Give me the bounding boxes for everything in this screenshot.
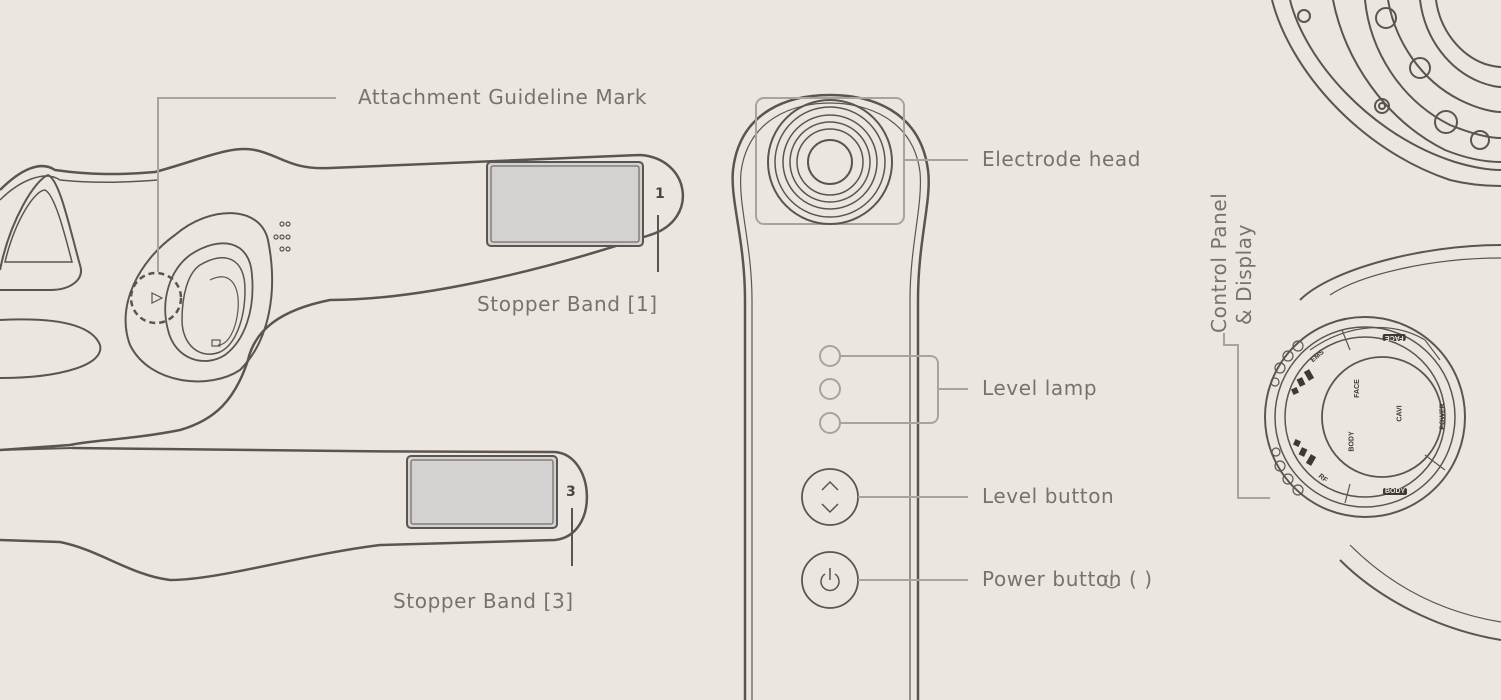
control-panel-label-line1: Control Panel: [1207, 192, 1231, 333]
stopper-band-1-window: [486, 161, 644, 247]
chevron-up-icon: [821, 480, 839, 491]
power-button[interactable]: [801, 551, 859, 609]
power-icon: [820, 568, 840, 592]
stopper-band-1-illustration: [0, 147, 685, 452]
level-lamp-label: Level lamp: [982, 376, 1098, 400]
control-panel-dial: [1264, 244, 1501, 641]
device-base-top: [1271, 0, 1501, 187]
control-panel-label-line2: & Display: [1232, 223, 1256, 325]
level-button-label: Level button: [982, 484, 1115, 508]
device-wand: [731, 93, 930, 700]
power-icon-label: [1104, 570, 1120, 589]
panel-power-text: POWER: [1439, 403, 1447, 430]
control-panel-label: Control Panel & Display: [1207, 193, 1257, 333]
stopper-band-3-window: [406, 455, 558, 529]
guideline-mark-dashed-circle: [129, 271, 183, 325]
triangle-mark-icon: [151, 292, 164, 304]
level-button[interactable]: [801, 468, 859, 526]
level-lamp-2: [819, 378, 841, 400]
electrode-head: [767, 99, 893, 225]
stopper-band-3-illustration: [0, 446, 589, 582]
band-number-3: 3: [566, 484, 576, 500]
power-button-label: Power button ( ): [982, 567, 1153, 591]
level-lamp-3: [819, 412, 841, 434]
stopper-band-3-label: Stopper Band [3]: [393, 589, 574, 613]
panel-body-text: BODY: [1348, 431, 1356, 452]
panel-cavi-text: CAVI: [1396, 405, 1404, 422]
attachment-guideline-mark-label: Attachment Guideline Mark: [358, 85, 648, 109]
panel-body-badge: BODY: [1383, 488, 1408, 495]
chevron-down-icon: [821, 503, 839, 514]
leader-attachment-guideline: [157, 97, 336, 272]
electrode-head-label: Electrode head: [982, 147, 1142, 171]
panel-face-badge: FACE: [1383, 334, 1406, 341]
control-panel-bars: [1291, 369, 1317, 466]
level-lamp-1: [819, 345, 841, 367]
band-number-1: 1: [655, 186, 665, 202]
panel-face-text: FACE: [1353, 379, 1361, 398]
stopper-band-1-label: Stopper Band [1]: [477, 292, 658, 316]
